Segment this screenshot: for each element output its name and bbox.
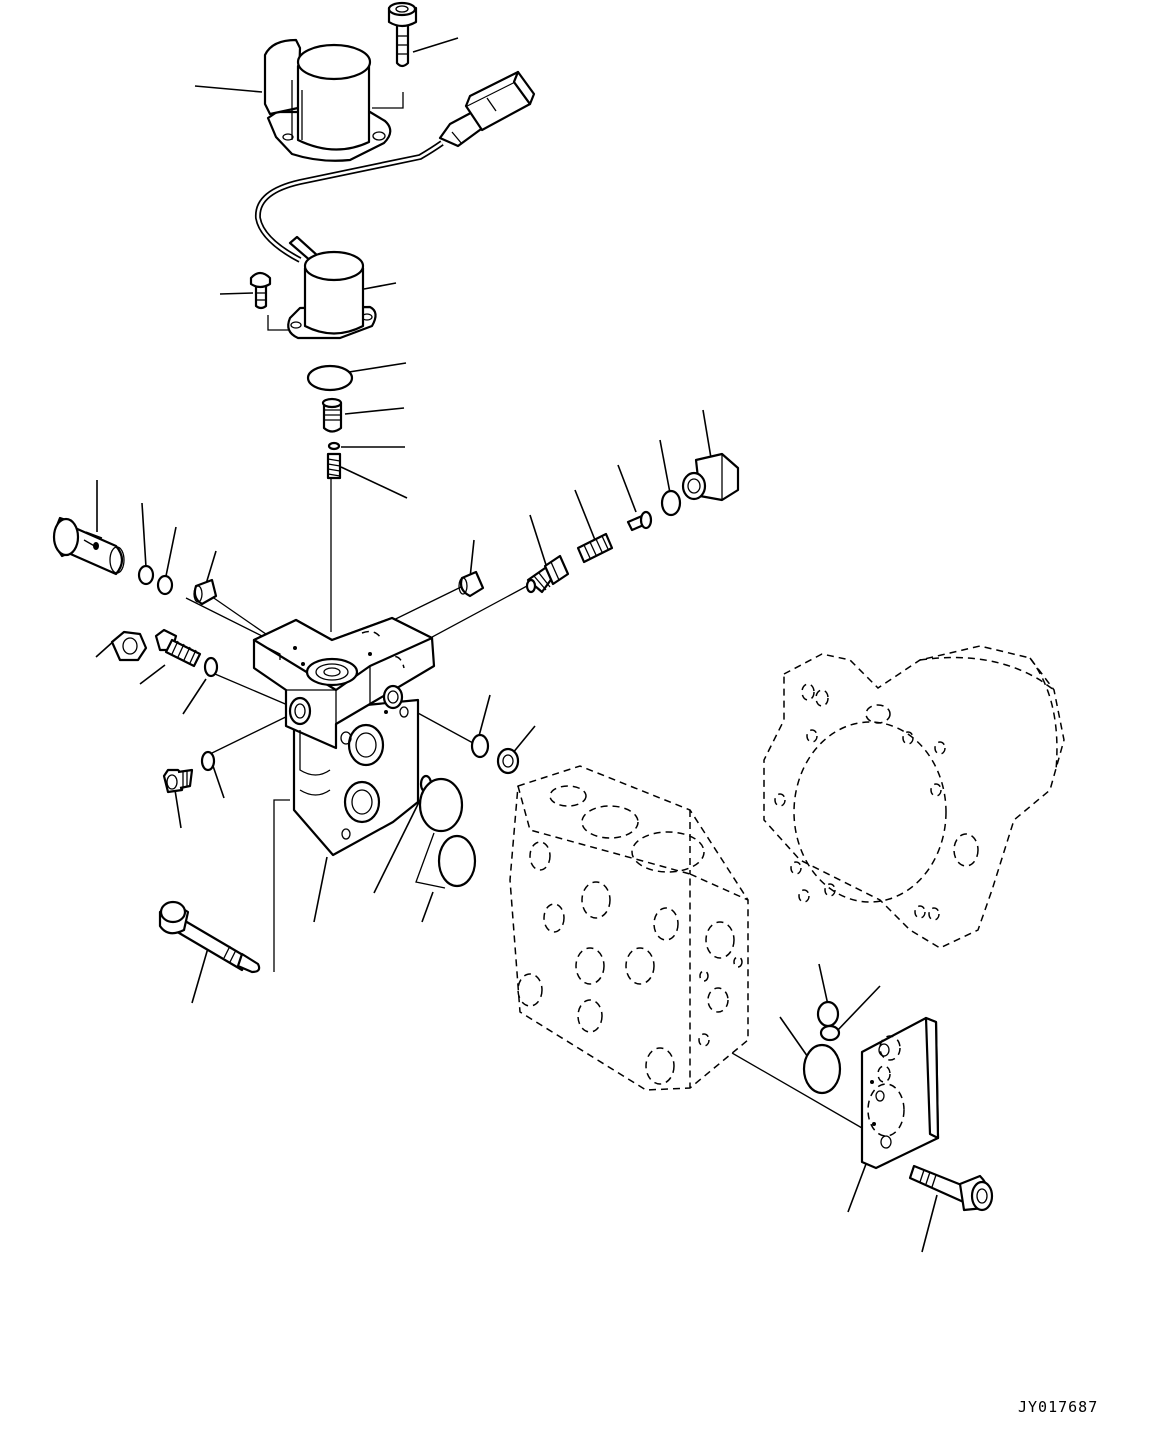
- motor-housing: [764, 646, 1064, 948]
- valve-insert: [527, 556, 568, 592]
- spring-right: [578, 534, 612, 562]
- o-ring-plate-b: [804, 1026, 840, 1093]
- ring: [329, 443, 339, 449]
- gasket-large: [416, 779, 475, 888]
- valve-body: [254, 618, 434, 855]
- plug-d: [683, 454, 738, 500]
- o-ring-a: [205, 658, 217, 676]
- cap-screw-upper: [389, 3, 416, 66]
- solenoid-valve-upper: [265, 40, 390, 161]
- washer-b: [158, 576, 172, 594]
- plug-b: [459, 572, 483, 596]
- pin: [628, 512, 651, 530]
- o-ring-d: [472, 735, 488, 757]
- o-ring-c: [662, 491, 680, 515]
- cover-plate: [862, 1018, 938, 1168]
- washer-a: [139, 566, 153, 584]
- o-ring-plate-a: [818, 1002, 838, 1026]
- o-ring-disc: [308, 366, 352, 390]
- screw-lower: [251, 273, 270, 308]
- plug-a: [194, 580, 216, 604]
- spool: [323, 399, 341, 432]
- ring-e: [498, 749, 518, 773]
- leader-lines: [96, 38, 937, 1252]
- spring: [328, 454, 340, 478]
- drawing-id: JY017687: [1018, 1398, 1099, 1416]
- pump-housing: [510, 766, 748, 1090]
- bolt-long: [160, 902, 259, 972]
- nut: [112, 632, 146, 660]
- harness-connector: [258, 72, 534, 262]
- solenoid-valve-lower: [288, 252, 375, 338]
- check-valve: [156, 630, 200, 666]
- o-ring-b: [202, 752, 214, 770]
- plug-c: [164, 770, 192, 792]
- banjo-bolt: [54, 518, 124, 574]
- bolt-plate: [910, 1166, 992, 1210]
